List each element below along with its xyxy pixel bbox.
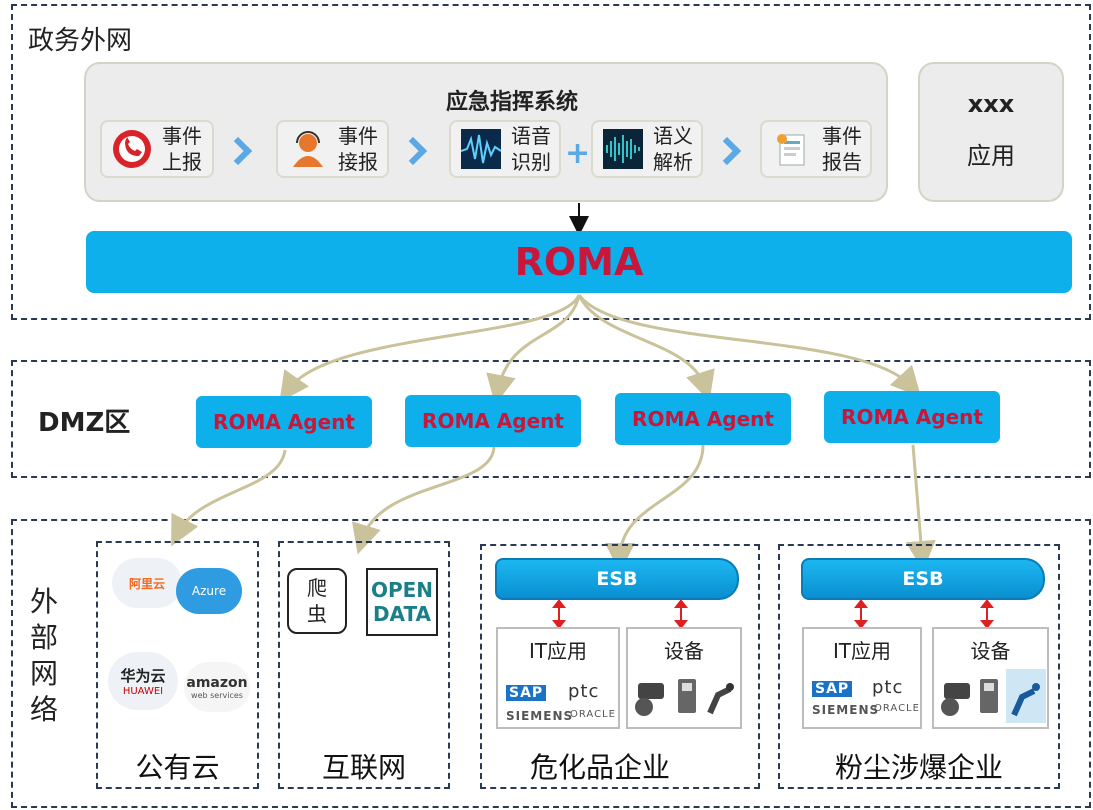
- huawei-text: HUAWEI: [122, 686, 164, 697]
- dmz-label: DMZ区: [38, 408, 131, 438]
- siemens-logo: SIEMENS: [812, 703, 880, 717]
- roma-agent-1[interactable]: ROMA Agent: [196, 396, 372, 448]
- panel-title: IT应用: [832, 639, 892, 663]
- dust-device-link: [980, 599, 994, 629]
- external-network-zone: [11, 519, 1091, 808]
- dust-it-panel: IT应用 SAP ptc SIEMENS ORACLE: [802, 627, 922, 729]
- roma-agent-4[interactable]: ROMA Agent: [824, 391, 1000, 443]
- crawler-text: 爬虫: [307, 576, 327, 626]
- dust-esb-bar[interactable]: ESB: [801, 558, 1045, 600]
- hazchem-device-link: [674, 599, 688, 629]
- data-text: DATA: [372, 602, 432, 626]
- waveform-icon: [459, 127, 503, 171]
- emergency-system-title: 应急指挥系统: [446, 90, 579, 115]
- plus-icon: +: [565, 136, 591, 171]
- dust-it-link: [854, 599, 868, 629]
- roma-bar[interactable]: ROMA: [86, 231, 1072, 293]
- sap-logo: SAP: [812, 681, 853, 697]
- public-cloud-label: 公有云: [135, 751, 220, 784]
- equipment-icon: [941, 669, 1046, 723]
- internet-box: [278, 541, 450, 789]
- open-text: OPEN: [370, 578, 434, 602]
- gov-network-label: 政务外网: [28, 26, 133, 56]
- crawler-box[interactable]: 爬虫: [287, 568, 347, 634]
- step-label: 事件接报: [338, 124, 378, 174]
- panel-title: 设备: [970, 639, 1011, 663]
- step-event-report-doc[interactable]: 事件报告: [760, 120, 872, 178]
- step-label: 语义解析: [653, 124, 693, 174]
- xxx-app-box[interactable]: [918, 62, 1064, 202]
- xxx-app-line1: xxx: [967, 90, 1015, 118]
- hazchem-esb-bar[interactable]: ESB: [495, 558, 739, 600]
- huawei-cloud-logo: 华为云 HUAWEI: [108, 652, 178, 710]
- oracle-logo: ORACLE: [874, 703, 920, 714]
- aliyun-logo: 阿里云: [112, 558, 182, 608]
- azure-logo: Azure: [176, 568, 242, 614]
- step-speech-recognition[interactable]: 语音识别: [449, 120, 561, 178]
- roma-agent-3[interactable]: ROMA Agent: [615, 393, 791, 445]
- phone-icon: [110, 127, 154, 171]
- internet-label: 互联网: [321, 751, 406, 784]
- sap-logo: SAP: [506, 685, 547, 701]
- open-data-logo: OPEN DATA: [366, 568, 438, 636]
- step-label: 语音识别: [511, 124, 551, 174]
- external-network-label: 外部网络: [30, 585, 59, 726]
- operator-icon: [286, 127, 330, 171]
- step-event-report[interactable]: 事件上报: [100, 120, 214, 178]
- ptc-logo: ptc: [872, 677, 904, 698]
- hazchem-label: 危化品企业: [529, 751, 670, 784]
- dust-device-panel: 设备: [932, 627, 1049, 729]
- step-label: 事件上报: [162, 124, 202, 174]
- aws-text: web services: [191, 690, 243, 700]
- siemens-logo: SIEMENS: [506, 709, 574, 723]
- equipment-icon: [635, 679, 734, 716]
- ptc-logo: ptc: [568, 681, 600, 702]
- audio-spectrum-icon: [601, 127, 645, 171]
- hazchem-it-link: [552, 599, 566, 629]
- panel-title: IT应用: [528, 639, 588, 663]
- step-label: 事件报告: [822, 124, 862, 174]
- xxx-app-line2: 应用: [967, 142, 1015, 170]
- huawei-cloud-text: 华为云: [120, 667, 166, 685]
- dmz-zone: [11, 360, 1091, 478]
- public-cloud-box: [96, 541, 259, 789]
- step-semantic-parsing[interactable]: 语义解析: [591, 120, 703, 178]
- roma-agent-2[interactable]: ROMA Agent: [405, 395, 581, 447]
- report-icon: [770, 127, 814, 171]
- amazon-text: amazon: [186, 674, 248, 691]
- hazchem-box: [480, 544, 760, 789]
- hazchem-device-panel: 设备: [626, 627, 742, 729]
- dust-label: 粉尘涉爆企业: [834, 751, 1003, 784]
- hazchem-it-panel: IT应用 SAP ptc SIEMENS ORACLE: [496, 627, 620, 729]
- oracle-logo: ORACLE: [570, 709, 616, 720]
- step-event-receive[interactable]: 事件接报: [276, 120, 389, 178]
- dust-box: [778, 544, 1060, 789]
- panel-title: 设备: [664, 639, 704, 663]
- gov-network-zone: [11, 4, 1091, 320]
- amazon-logo: amazon web services: [184, 662, 250, 712]
